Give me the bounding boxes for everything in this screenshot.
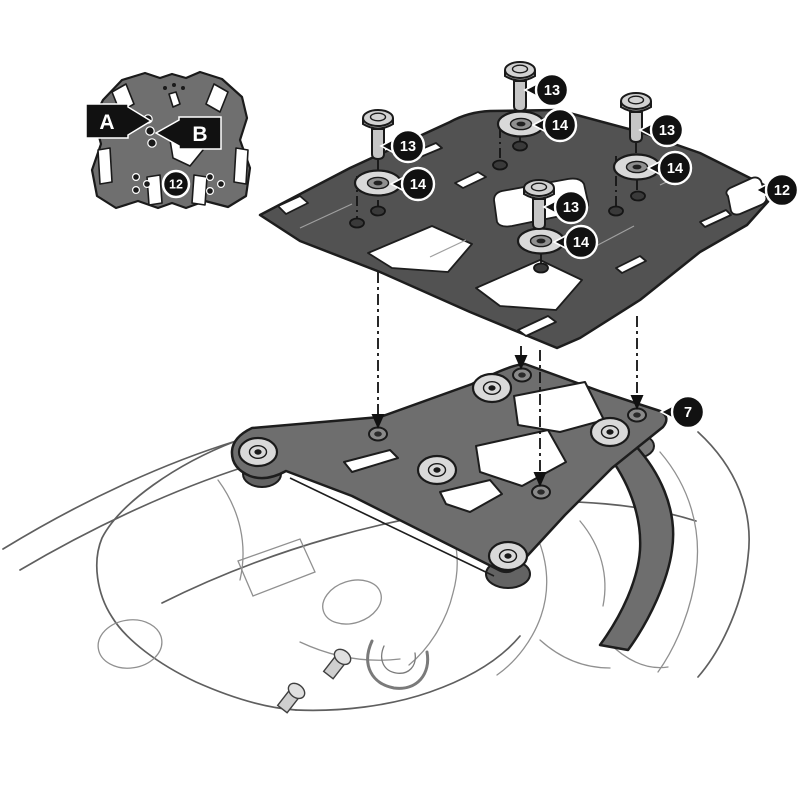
svg-text:12: 12 — [774, 183, 790, 199]
exhaust-hanger-loop — [366, 639, 430, 690]
callout-13: 13 — [542, 189, 589, 225]
svg-text:14: 14 — [552, 118, 568, 134]
svg-text:14: 14 — [410, 177, 426, 193]
badge-12-label: 12 — [169, 178, 183, 192]
callout-14: 14 — [646, 150, 693, 186]
adapter-plate — [258, 108, 775, 350]
frame-bolt-icon — [322, 648, 352, 680]
callout-14: 14 — [389, 166, 436, 202]
callout-13: 13 — [638, 112, 685, 148]
luggage-rack-bracket — [230, 362, 668, 577]
callout-14: 14 — [531, 107, 578, 143]
callout-12: 12 — [754, 172, 800, 208]
svg-text:13: 13 — [563, 200, 579, 216]
alignment-lines — [377, 272, 638, 472]
label-a-text: A — [99, 111, 114, 134]
svg-text:13: 13 — [544, 83, 560, 99]
callout-13: 13 — [523, 72, 570, 108]
callout-14: 14 — [552, 224, 599, 260]
svg-text:14: 14 — [573, 235, 589, 251]
svg-text:13: 13 — [659, 123, 675, 139]
label-b-text: B — [192, 123, 207, 146]
svg-text:14: 14 — [667, 161, 683, 177]
frame-bolt-icon — [276, 682, 306, 714]
callout-13: 13 — [379, 128, 426, 164]
svg-text:7: 7 — [684, 405, 692, 421]
position-label-a: A — [85, 103, 153, 139]
callout-badge-12: 12 — [161, 169, 191, 199]
position-label-b: B — [154, 116, 222, 150]
callout-7: 7 — [659, 394, 706, 430]
svg-text:13: 13 — [400, 139, 416, 155]
